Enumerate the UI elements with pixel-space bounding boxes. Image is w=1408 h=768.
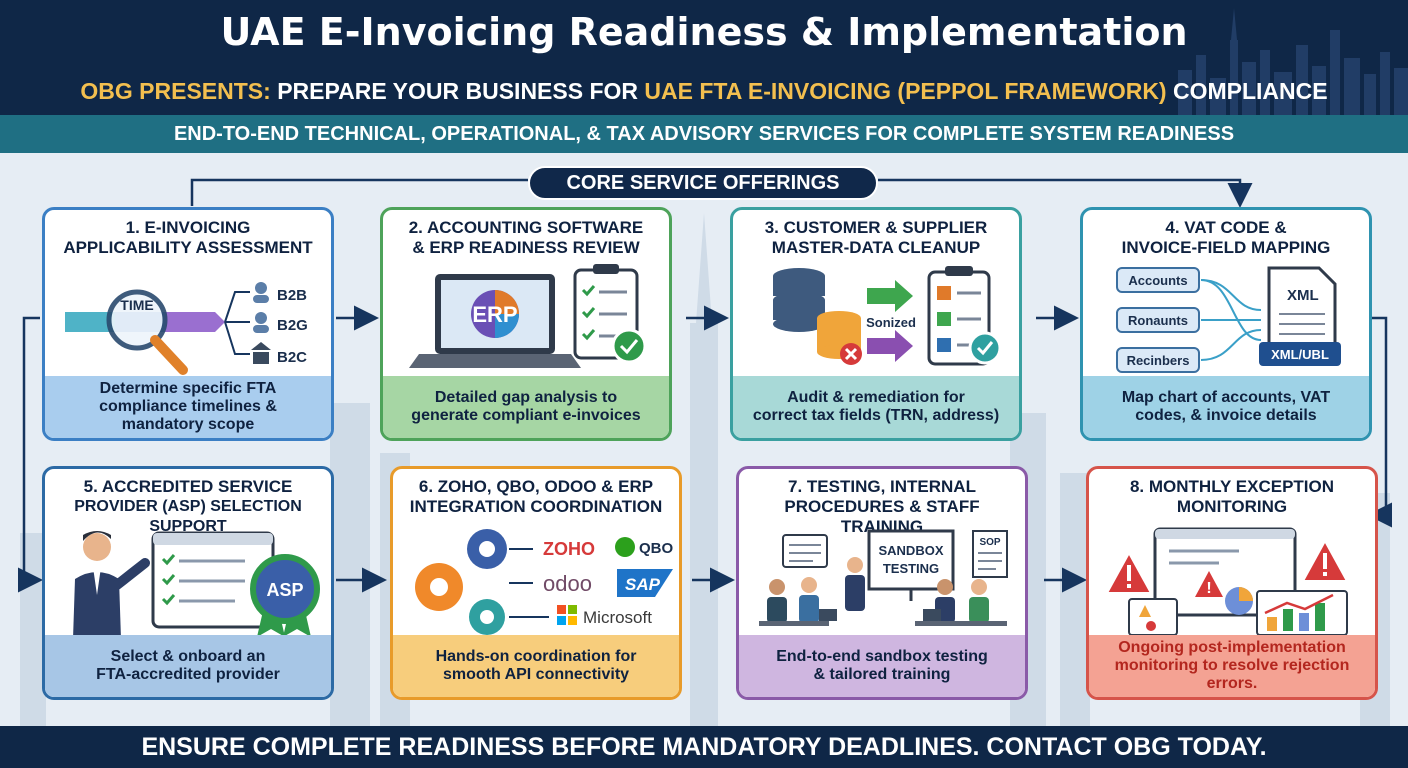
svg-text:!: ! [1206,580,1211,597]
card-title: 2. ACCOUNTING SOFTWARE & ERP READINESS R… [408,218,644,257]
timeline-magnifier-icon: TIME B2B B2G B2C [65,282,308,375]
erp-laptop-checklist-icon: ERP [409,264,647,368]
svg-text:XML: XML [1287,287,1319,304]
card-title: 3. CUSTOMER & SUPPLIER MASTER-DATA CLEAN… [764,218,988,257]
svg-text:SANDBOX: SANDBOX [878,543,943,558]
call-to-action-footer: ENSURE COMPLETE READINESS BEFORE MANDATO… [0,726,1408,768]
card-title: 6. ZOHO, QBO, ODOO & ERP INTEGRATION COO… [409,477,663,516]
svg-text:Microsoft: Microsoft [583,608,652,627]
card-description: Detailed gap analysis to generate compli… [383,376,669,438]
service-card-exception-monitoring: 8. MONTHLY EXCEPTION MONITORING ! [1086,466,1378,700]
svg-text:B2B: B2B [277,287,307,304]
svg-text:Ronaunts: Ronaunts [1128,313,1188,328]
service-card-master-data: 3. CUSTOMER & SUPPLIER MASTER-DATA CLEAN… [730,207,1022,441]
card-description: Audit & remediation for correct tax fiel… [733,376,1019,438]
svg-text:B2G: B2G [277,317,308,334]
card-title: 8. MONTHLY EXCEPTION MONITORING [1129,477,1335,516]
database-cleanup-icon: Sonized [773,266,1002,366]
city-skyline-graphic [1178,8,1408,115]
services-banner: END-TO-END TECHNICAL, OPERATIONAL, & TAX… [0,115,1408,153]
svg-text:SAP: SAP [625,575,661,594]
card-description: Ongoing post-implementation monitoring t… [1089,635,1375,697]
page-subtitle: OBG PRESENTS: PREPARE YOUR BUSINESS FOR … [0,78,1408,105]
svg-text:TESTING: TESTING [883,561,939,576]
svg-text:ZOHO: ZOHO [543,539,595,559]
card-title: 5. ACCREDITED SERVICE PROVIDER (ASP) SEL… [74,477,302,535]
svg-text:ASP: ASP [266,580,303,600]
card-title: 4. VAT CODE & INVOICE-FIELD MAPPING [1121,218,1331,257]
presenter-asp-badge-icon: ASP [73,531,320,639]
service-card-integration: 6. ZOHO, QBO, ODOO & ERP INTEGRATION COO… [390,466,682,700]
subtitle-suffix: COMPLIANCE [1172,78,1328,104]
card-title: 1. E-INVOICING APPLICABILITY ASSESSMENT [63,218,313,257]
svg-text:QBO: QBO [639,540,674,557]
svg-text:ERP: ERP [472,302,517,327]
svg-text:XML/UBL: XML/UBL [1271,347,1329,362]
subtitle-presenter: OBG PRESENTS: [80,78,271,104]
service-card-testing-training: 7. TESTING, INTERNAL PROCEDURES & STAFF … [736,466,1028,700]
svg-text:B2C: B2C [277,349,307,366]
header-banner: UAE E-Invoicing Readiness & Implementati… [0,0,1408,115]
svg-text:Accounts: Accounts [1128,273,1187,288]
flow-arrows [18,178,1392,593]
svg-text:Recinbers: Recinbers [1127,353,1190,368]
card-description: Hands-on coordination for smooth API con… [393,635,679,697]
page-title: UAE E-Invoicing Readiness & Implementati… [220,10,1188,54]
service-card-vat-mapping: 4. VAT CODE & INVOICE-FIELD MAPPING Acco… [1080,207,1372,441]
service-diagram: CORE SERVICE OFFERINGS 1. E-INVOICING AP… [0,153,1408,726]
gears-integration-logos-icon: ZOHO QBO odoo SAP Microsoft [415,529,674,635]
card-description: Map chart of accounts, VAT codes, & invo… [1083,376,1369,438]
service-card-asp-selection: 5. ACCREDITED SERVICE PROVIDER (ASP) SEL… [42,466,334,700]
subtitle-text: PREPARE YOUR BUSINESS FOR [277,78,639,104]
monitoring-dashboard-icon: ! [1105,527,1349,636]
card-description: Select & onboard an FTA-accredited provi… [45,635,331,697]
card-title: 7. TESTING, INTERNAL PROCEDURES & STAFF … [784,477,980,536]
svg-text:Sonized: Sonized [866,315,916,330]
svg-text:odoo: odoo [543,571,592,596]
svg-text:SOP: SOP [979,537,1000,548]
card-description: Determine specific FTA compliance timeli… [45,376,331,438]
field-mapping-xml-icon: Accounts Ronaunts Recinbers XML XML/UBL [1116,266,1341,373]
training-session-icon: SANDBOX TESTING SOP [759,529,1008,626]
section-label: CORE SERVICE OFFERINGS [528,166,878,200]
subtitle-highlight: UAE FTA E-INVOICING (PEPPOL FRAMEWORK) [644,78,1167,104]
service-card-applicability: 1. E-INVOICING APPLICABILITY ASSESSMENT … [42,207,334,441]
svg-text:TIME: TIME [120,297,153,313]
card-description: End-to-end sandbox testing & tailored tr… [739,635,1025,697]
service-card-erp-readiness: 2. ACCOUNTING SOFTWARE & ERP READINESS R… [380,207,672,441]
